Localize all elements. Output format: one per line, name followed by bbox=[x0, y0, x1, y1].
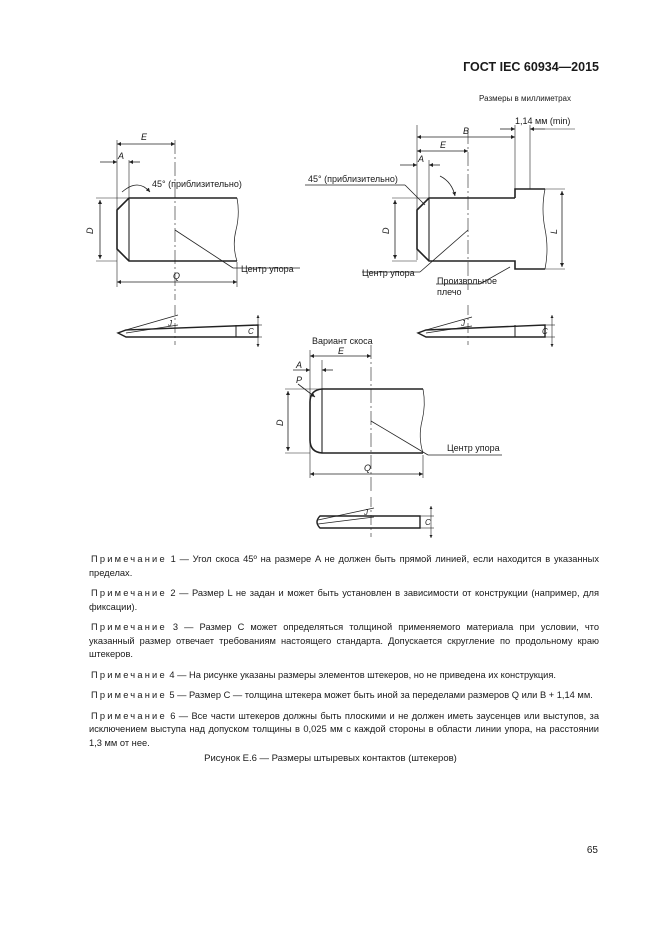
right-plug-drawing bbox=[305, 125, 575, 347]
right-min-label: 1,14 мм (min) bbox=[515, 116, 570, 126]
note-1: Примечание 1 — Угол скоса 45º на размере… bbox=[89, 554, 599, 578]
middle-variant-label: Вариант скоса bbox=[312, 336, 373, 346]
right-shoulder-label-2: плечо bbox=[437, 287, 462, 297]
right-dim-c: C bbox=[542, 327, 548, 336]
left-angle-label: 45° (приблизительно) bbox=[152, 179, 242, 189]
right-dim-d: D bbox=[381, 227, 391, 234]
units-label: Размеры в миллиметрах bbox=[479, 94, 571, 103]
middle-dim-j: J bbox=[363, 508, 369, 517]
note-3: Примечание 3 — Размер C может определять… bbox=[89, 622, 599, 659]
note-4: Примечание 4 — На рисунке указаны размер… bbox=[91, 669, 556, 680]
document-header: ГОСТ IEC 60934—2015 bbox=[463, 60, 599, 74]
middle-dim-q: Q bbox=[364, 463, 371, 473]
right-dim-a: A bbox=[417, 154, 424, 164]
right-angle-label: 45° (приблизительно) bbox=[308, 174, 398, 184]
note-6: Примечание 6 — Все части штекеров должны… bbox=[89, 710, 599, 748]
left-dim-a: A bbox=[117, 151, 124, 161]
left-dim-d: D bbox=[85, 227, 95, 234]
right-shoulder-label-1: Произвольное bbox=[437, 276, 497, 286]
left-dim-q: Q bbox=[173, 271, 180, 281]
middle-dim-c: C bbox=[425, 518, 431, 527]
middle-dim-e: E bbox=[338, 346, 345, 356]
left-dim-j: J bbox=[167, 319, 173, 328]
middle-dim-a: A bbox=[295, 360, 302, 370]
right-stop-center-label: Центр упора bbox=[362, 268, 415, 278]
left-dim-e: E bbox=[141, 132, 148, 142]
left-stop-center-label: Центр упора bbox=[241, 264, 294, 274]
notes-section: Примечание 1 — Угол скоса 45º на размере… bbox=[89, 553, 599, 757]
note-5: Примечание 5 — Размер C — толщина штекер… bbox=[91, 690, 593, 700]
plug-dimensions-figure: E A D Q 45° (приблизительно) Центр упора… bbox=[85, 116, 575, 538]
left-dim-c: C bbox=[248, 327, 254, 336]
middle-plug-drawing bbox=[285, 345, 502, 538]
middle-dim-p: P bbox=[296, 375, 302, 385]
right-dim-j: J bbox=[460, 319, 466, 328]
left-plug-drawing bbox=[96, 140, 300, 347]
right-dim-b: B bbox=[463, 126, 469, 136]
middle-stop-center-label: Центр упора bbox=[447, 443, 500, 453]
page-number: 65 bbox=[586, 845, 598, 856]
figure-caption: Рисунок Е.6 — Размеры штыревых контактов… bbox=[204, 753, 457, 764]
right-dim-e: E bbox=[440, 140, 447, 150]
middle-dim-d: D bbox=[275, 419, 285, 426]
note-2: Примечание 2 — Размер L не задан и может… bbox=[89, 588, 599, 612]
right-dim-l: L bbox=[549, 229, 559, 234]
